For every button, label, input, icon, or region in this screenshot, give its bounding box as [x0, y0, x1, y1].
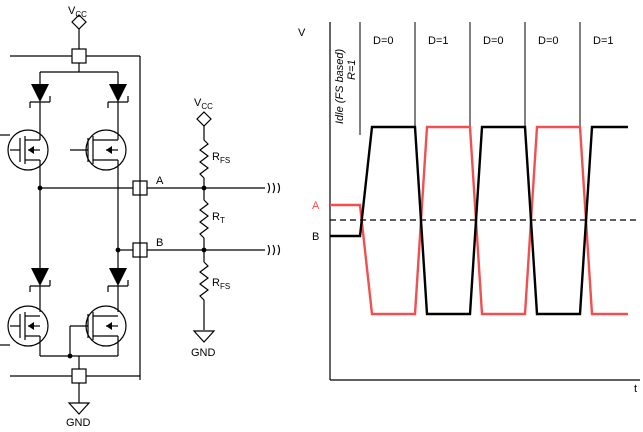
series-b-line [330, 125, 628, 316]
gnd-bottom-symbol [67, 402, 91, 415]
diode-lower-right [109, 268, 127, 286]
gnd-bias-label: GND [191, 347, 216, 359]
vcc-bias-symbol [196, 111, 212, 127]
mosfet-lower-left [7, 305, 49, 347]
diode-lower-left [31, 268, 49, 286]
series-b-label: B [312, 231, 319, 243]
bus-break-a [267, 182, 281, 194]
mosfet-upper-left [7, 129, 49, 171]
rfs-top-label: RFS [212, 151, 230, 165]
rfs-bottom-label: RFS [212, 277, 230, 291]
vcc-top-label: VCC [68, 5, 87, 19]
gnd-bottom-label: GND [66, 417, 91, 429]
bit-dividers [359, 22, 581, 135]
vcc-top-pin [71, 48, 87, 64]
bus-break-b [267, 244, 281, 256]
bit-label: D=0 [538, 35, 559, 47]
bit-labels: D=0 D=1 D=0 D=0 D=1 [373, 35, 614, 47]
resistor-rfs-bottom [199, 261, 209, 301]
y-axis-label: V [298, 27, 306, 39]
bit-label: D=1 [593, 35, 614, 47]
idle-label: Idle (FS based) [334, 48, 346, 124]
resistor-rfs-top [199, 139, 209, 179]
bit-label: D=0 [373, 35, 394, 47]
vcc-bias-label: VCC [194, 97, 213, 111]
bit-label: D=0 [483, 35, 504, 47]
diode-upper-right [109, 84, 127, 102]
bit-label: D=1 [428, 35, 449, 47]
gnd-bottom-pin [71, 368, 87, 384]
resistor-rt [199, 199, 209, 239]
node-a-label: A [156, 175, 164, 187]
idle-r-label: R=1 [346, 60, 358, 81]
gnd-bias-symbol [192, 330, 216, 343]
rt-label: RT [212, 211, 225, 225]
diode-upper-left [31, 84, 49, 102]
node-b-label: B [156, 237, 163, 249]
driver-circuit: VCC [0, 5, 281, 429]
series-a-label: A [312, 200, 320, 212]
x-axis-label: t [634, 383, 637, 395]
